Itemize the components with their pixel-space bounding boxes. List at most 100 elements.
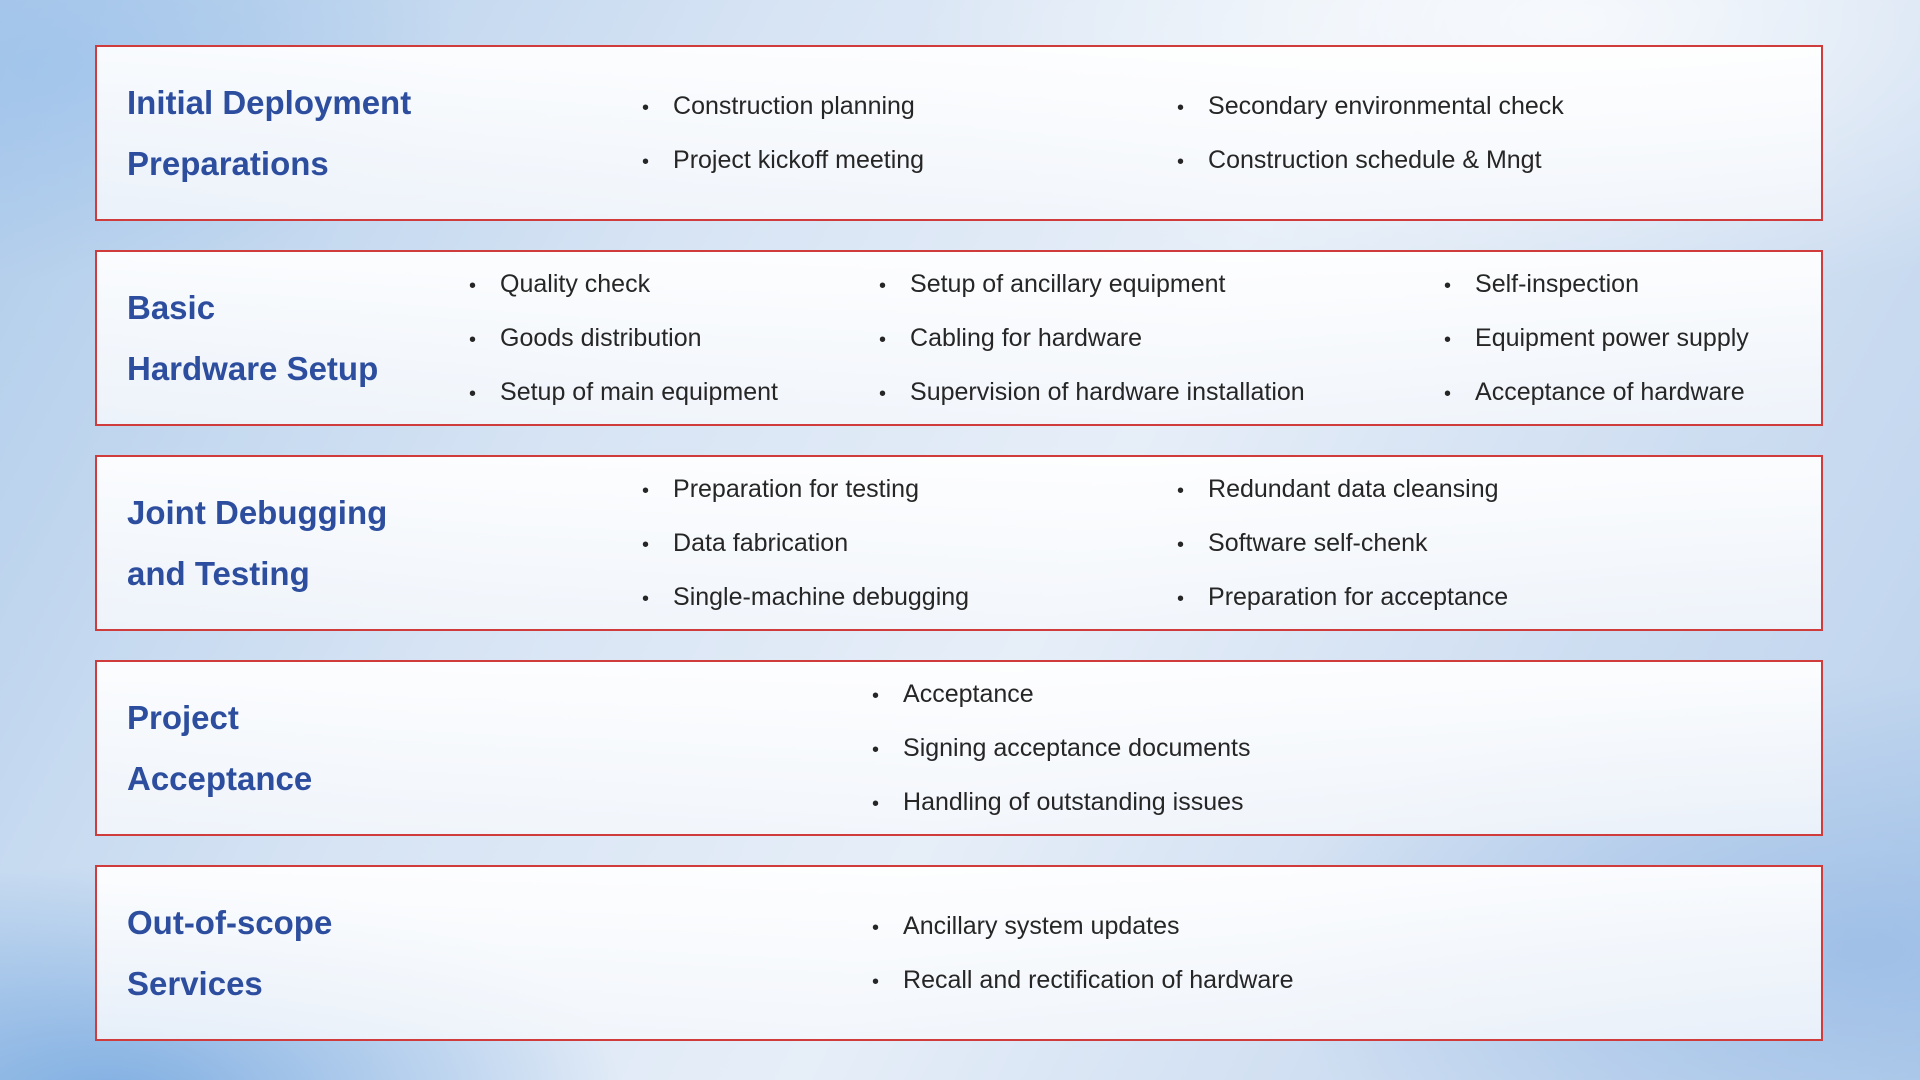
bullet-icon: •	[642, 534, 650, 556]
bullet-icon: •	[879, 329, 887, 351]
bullet-text: Equipment power supply	[1475, 324, 1749, 352]
bullet-icon: •	[1444, 383, 1452, 405]
bullet-item: • Acceptance	[872, 679, 1250, 709]
bullet-text: Ancillary system updates	[903, 912, 1180, 940]
bullet-text: Preparation for testing	[673, 475, 919, 503]
bullet-item: • Goods distribution	[469, 323, 879, 353]
bullet-icon: •	[642, 588, 650, 610]
bullet-item: • Supervision of hardware installation	[879, 377, 1444, 407]
bullet-text: Redundant data cleansing	[1208, 475, 1499, 503]
phase-title-line: Hardware Setup	[127, 350, 379, 387]
bullet-icon: •	[1444, 275, 1452, 297]
bullet-icon: •	[872, 793, 880, 815]
phase-title-line: and Testing	[127, 555, 310, 592]
bullet-icon: •	[872, 971, 880, 993]
phase-card-3: Joint Debugging and Testing • Preparation …	[95, 455, 1823, 631]
phase-columns: • Quality check • Goods distribution • Setup …	[97, 269, 1821, 407]
phase-title-line: Joint Debugging	[127, 493, 388, 531]
bullet-item: • Preparation for acceptance	[1177, 582, 1712, 612]
bullet-text: Acceptance	[903, 680, 1034, 708]
phase-title-line: Preparations	[127, 145, 329, 182]
bullet-item: • Software self-chenk	[1177, 528, 1712, 558]
bullet-column: • Acceptance • Signing acceptance documents…	[872, 679, 1250, 817]
bullet-text: Cabling for hardware	[910, 324, 1143, 352]
bullet-text: Setup of main equipment	[500, 378, 778, 406]
bullet-text: Supervision of hardware installation	[910, 378, 1305, 406]
bullet-text: Quality check	[500, 270, 651, 298]
bullet-icon: •	[469, 275, 477, 297]
bullet-item: • Construction planning	[642, 91, 1177, 121]
bullet-item: • Acceptance of hardware	[1444, 377, 1814, 407]
bullet-item: • Equipment power supply	[1444, 323, 1814, 353]
phase-title-line: Services	[127, 965, 263, 1002]
bullet-icon: •	[1177, 151, 1185, 173]
bullet-text: Self-inspection	[1475, 270, 1639, 298]
bullet-column: • Construction planning •Project kickoff m…	[642, 91, 1177, 175]
phase-columns: • Acceptance • Signing acceptance documents…	[97, 679, 1821, 817]
phase-columns: • Preparation for testing • Data fabricatio…	[97, 474, 1821, 612]
bullet-item: • Quality check	[469, 269, 879, 299]
bullet-column: • Preparation for testing • Data fabricatio…	[642, 474, 1177, 612]
bullet-item: • Single-machine debugging	[642, 582, 1177, 612]
bullet-icon: •	[642, 97, 650, 119]
bullet-column: • Quality check • Goods distribution • Setup …	[469, 269, 879, 407]
bullet-text: Preparation for acceptance	[1208, 583, 1509, 611]
bullet-text: Setup of ancillary equipment	[910, 270, 1226, 298]
bullet-text: Signing acceptance documents	[903, 734, 1251, 762]
bullet-text: Software self-chenk	[1208, 529, 1428, 557]
phase-title-3: Joint Debugging and Testing	[127, 482, 387, 604]
bullet-item: • Ancillary system updates	[872, 911, 1294, 941]
bullet-text: Construction planning	[673, 92, 915, 120]
phase-columns: • Ancillary system updates • Recall and rec…	[97, 911, 1821, 995]
bullet-column: •Self-inspection•Equipment power supply•…	[1444, 269, 1814, 407]
bullet-icon: •	[872, 685, 880, 707]
phase-title-line: Initial Deployment	[127, 83, 412, 121]
bullet-text: Data fabrication	[673, 529, 849, 557]
bullet-icon: •	[1177, 97, 1185, 119]
phase-title-line: Project	[127, 698, 239, 736]
bullet-item: • Setup of main equipment	[469, 377, 879, 407]
bullet-icon: •	[1177, 534, 1185, 556]
bullet-icon: •	[879, 275, 887, 297]
bullet-icon: •	[872, 917, 880, 939]
bullet-item: • Data fabrication	[642, 528, 1177, 558]
phase-title-line: Out-of-scope	[127, 903, 333, 941]
bullet-icon: •	[642, 480, 650, 502]
bullet-text: Acceptance of hardware	[1475, 378, 1745, 406]
bullet-icon: •	[469, 383, 477, 405]
bullet-icon: •	[1444, 329, 1452, 351]
bullet-item: • Secondary environmental check	[1177, 91, 1712, 121]
bullet-icon: •	[469, 329, 477, 351]
bullet-icon: •	[1177, 480, 1185, 502]
bullet-column: • Ancillary system updates • Recall and rec…	[872, 911, 1294, 995]
bullet-text: Single-machine debugging	[673, 583, 970, 611]
bullet-column: • Secondary environmental check • Construct…	[1177, 91, 1712, 175]
bullet-text: Handling of outstanding issues	[903, 788, 1244, 816]
bullet-text: Recall and rectification of hardware	[903, 966, 1294, 994]
bullet-item: • Redundant data cleansing	[1177, 474, 1712, 504]
bullet-text: Secondary environmental check	[1208, 92, 1564, 120]
bullet-column: • Redundant data cleansing • Software self-…	[1177, 474, 1712, 612]
phase-title-line: Acceptance	[127, 760, 313, 797]
phase-columns: • Construction planning •Project kickoff m…	[97, 91, 1821, 175]
bullet-item: • Preparation for testing	[642, 474, 1177, 504]
bullet-item: • Construction schedule & Mngt	[1177, 145, 1712, 175]
bullet-icon: •	[879, 383, 887, 405]
bullet-text: Construction schedule & Mngt	[1208, 146, 1542, 174]
bullet-item: • Self-inspection	[1444, 269, 1814, 299]
bullet-icon: •	[1177, 588, 1185, 610]
phase-title-line: Basic	[127, 288, 216, 326]
bullet-text: Goods distribution	[500, 324, 702, 352]
bullet-item: • Cabling for hardware	[879, 323, 1444, 353]
bullet-item: • Setup of ancillary equipment	[879, 269, 1444, 299]
bullet-item: •Project kickoff meeting	[642, 145, 1177, 175]
bullet-item: • Handling of outstanding issues	[872, 787, 1250, 817]
